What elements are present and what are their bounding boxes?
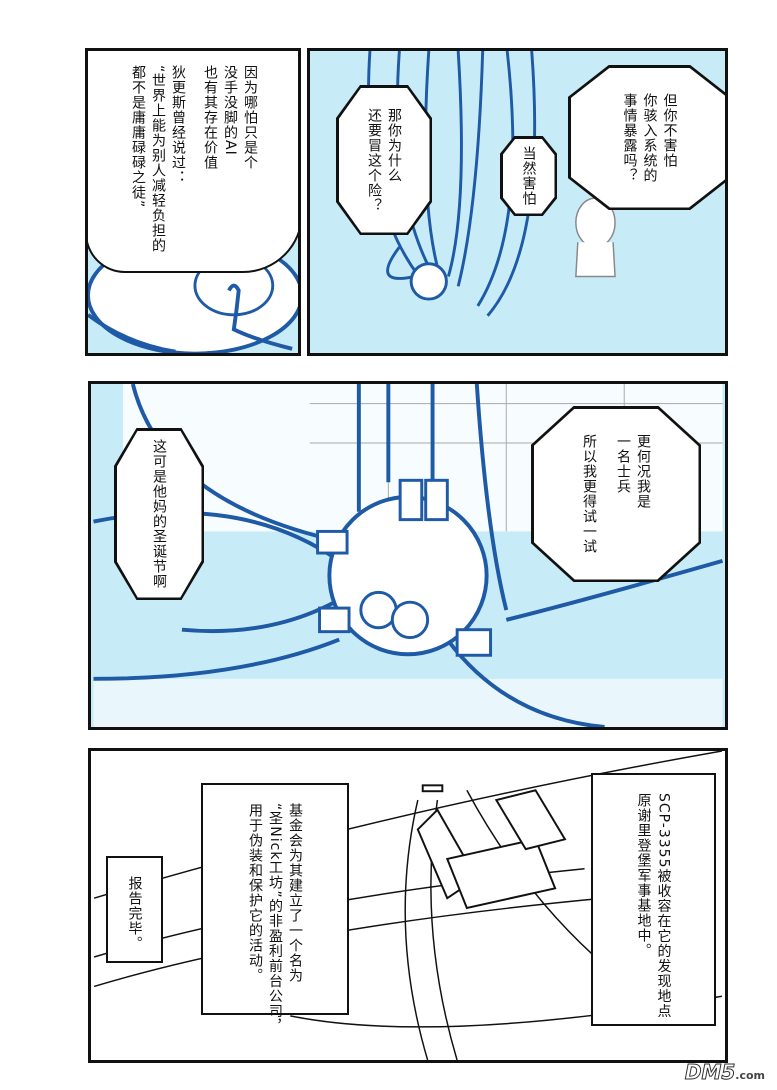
caption-line: 用于伪装和保护它的活动。 xyxy=(247,803,263,983)
speech-bubble: 但你不害怕 你骇入系统的 事情暴露吗？ xyxy=(568,65,725,210)
speech-bubble: 因为哪怕只是个 没手没脚的AI 也有其存在价值 狄更斯曾经说过： “世界上能为别… xyxy=(88,51,298,273)
bubble-line: 更何况我是 xyxy=(635,434,651,509)
caption-box: 基金会为其建立了一个名为 “圣Nick工坊”的非盈利前台公司， 用于伪装和保护它… xyxy=(201,783,349,1034)
watermark-logo: DM5.com xyxy=(684,1060,765,1085)
girl-figure xyxy=(575,197,616,278)
caption-line: 基金会为其建立了一个名为 xyxy=(287,803,303,983)
caption-line: 报告完毕。 xyxy=(126,876,143,951)
watermark-text: DM5 xyxy=(684,1060,736,1085)
panel-4: 报告完毕。 基金会为其建立了一个名为 “圣Nick工坊”的非盈利前台公司， 用于… xyxy=(88,748,728,1063)
bubble-line: 狄更斯曾经说过： xyxy=(170,65,186,186)
bubble-line: 那你为什么 xyxy=(386,107,402,183)
bubble-line: 也有其存在价值 xyxy=(202,65,218,171)
speech-bubble: 这可是他妈的圣诞节啊 xyxy=(114,428,204,600)
speech-bubble: 那你为什么 还要冒这个险？ xyxy=(336,85,432,235)
bubble-line: 都不是庸庸碌碌之徒” xyxy=(130,65,146,209)
bubble-line: 当然害怕 xyxy=(520,146,537,206)
caption-line: “圣Nick工坊”的非盈利前台公司， xyxy=(267,803,283,1034)
bubble-line: 但你不害怕 xyxy=(661,92,678,168)
bubble-line: 还要冒这个险？ xyxy=(366,107,382,213)
caption-box: SCP-3355被收容在它的发现地点 原谢里登堡军事基地中。 xyxy=(591,773,716,1026)
caption-line: SCP-3355被收容在它的发现地点 xyxy=(655,793,672,1019)
speech-bubble: 更何况我是 一名士兵 所以我更得试一试 xyxy=(531,406,701,582)
bubble-line: 所以我更得试一试 xyxy=(581,434,597,554)
caption-line: 原谢里登堡军事基地中。 xyxy=(635,793,652,958)
bubble-line: 你骇入系统的 xyxy=(641,92,658,183)
panel-1: 因为哪怕只是个 没手没脚的AI 也有其存在价值 狄更斯曾经说过： “世界上能为别… xyxy=(85,48,301,356)
bubble-line: 事情暴露吗？ xyxy=(621,92,638,183)
bubble-line: 没手没脚的AI xyxy=(222,65,238,157)
watermark-suffix: .com xyxy=(735,1069,765,1082)
panel-2: 那你为什么 还要冒这个险？ 当然害怕 但你不害怕 你骇入系统的 事情暴露吗？ xyxy=(307,48,728,356)
bubble-line: “世界上能为别人减轻负担的 xyxy=(150,65,166,254)
speech-bubble: 当然害怕 xyxy=(500,136,557,216)
caption-box: 报告完毕。 xyxy=(106,856,163,963)
bubble-line: 因为哪怕只是个 xyxy=(242,65,258,171)
bubble-line: 这可是他妈的圣诞节啊 xyxy=(151,439,167,589)
panel-3: 这可是他妈的圣诞节啊 更何况我是 一名士兵 所以我更得试一试 xyxy=(88,381,728,730)
bubble-line: 一名士兵 xyxy=(615,434,631,494)
